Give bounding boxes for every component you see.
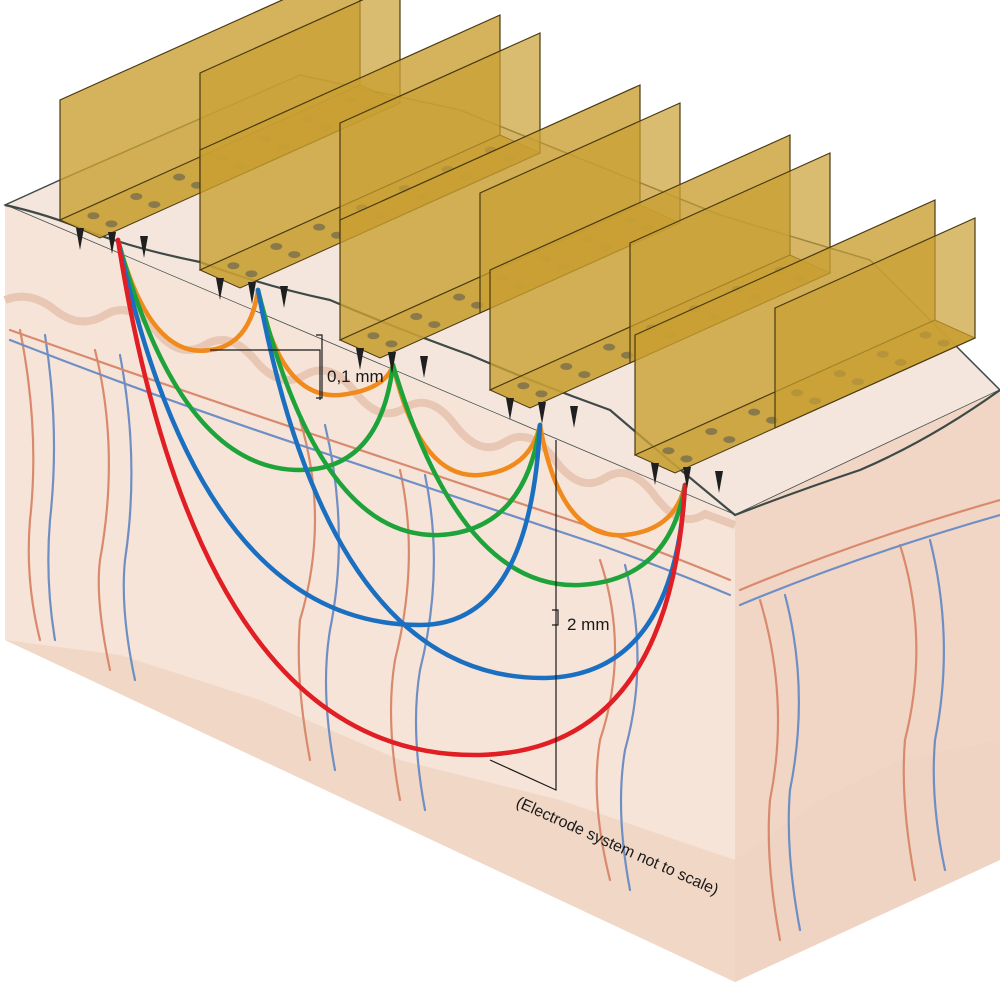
microneedle: [108, 232, 116, 254]
electrode-pad: [130, 192, 143, 200]
microneedle: [538, 402, 546, 424]
dimension-deep: [489, 440, 559, 791]
microneedle: [356, 348, 364, 370]
electrode-pad: [410, 312, 423, 320]
tissue-front-face: [5, 205, 735, 982]
shallow-depth-label: 0,1 mm: [327, 367, 384, 386]
orange-arc: [537, 422, 688, 538]
vein: [783, 593, 802, 932]
electrode-pad: [453, 293, 466, 301]
artery: [18, 328, 42, 642]
electrode-pad: [680, 455, 693, 463]
red-arc: [115, 237, 688, 758]
artery-plexus: [738, 498, 1000, 592]
deep-depth-label: 2 mm: [567, 615, 610, 634]
microneedle: [248, 282, 256, 304]
electrode-pad: [723, 436, 736, 444]
artery-plexus: [8, 328, 732, 582]
electrode-pad: [270, 242, 283, 250]
electrode-pad: [560, 362, 573, 370]
electrode-pad: [288, 251, 301, 259]
electrode-front-panel: [774, 217, 976, 429]
vein: [43, 333, 57, 642]
dimension-shallow: [210, 334, 323, 400]
electrode-pad: [578, 371, 591, 379]
microneedle: [420, 356, 428, 378]
artery: [389, 468, 410, 802]
microneedle: [216, 278, 224, 300]
electrode-pad: [385, 340, 398, 348]
microneedle: [388, 352, 396, 374]
artery: [758, 598, 782, 942]
vein: [414, 473, 435, 812]
green-arc: [115, 237, 396, 473]
blue-arc: [115, 237, 543, 628]
vein: [323, 423, 340, 772]
green-arc: [390, 362, 688, 588]
electrode-pad: [87, 212, 100, 220]
vein: [928, 538, 947, 872]
electrode-pad: [517, 382, 530, 390]
electrode-row: [633, 199, 977, 493]
electrode-pad: [148, 201, 161, 209]
artery: [898, 543, 918, 882]
microneedle: [76, 228, 84, 250]
microneedle: [140, 236, 148, 258]
dimension-brace: [552, 609, 559, 626]
microneedle: [683, 467, 691, 489]
electrode-pad: [428, 321, 441, 329]
dimension-line: [210, 349, 321, 400]
electrode-pad: [105, 220, 118, 228]
artery: [297, 418, 317, 762]
microneedle: [570, 406, 578, 428]
electrode-pad: [662, 447, 675, 455]
blood-vessels: [8, 328, 732, 892]
electrode-pad: [535, 390, 548, 398]
electrode-pad: [173, 173, 186, 181]
green-arc: [255, 287, 543, 538]
electrode-pad: [245, 270, 258, 278]
electrode-pad: [313, 223, 326, 231]
vein: [619, 563, 639, 892]
vein-plexus: [738, 513, 1000, 607]
artery: [93, 348, 112, 672]
current-paths: [115, 237, 688, 758]
microneedle: [715, 471, 723, 493]
electrode-pad: [603, 343, 616, 351]
microneedle: [651, 463, 659, 485]
skin-surface-line: [4, 203, 1000, 517]
dimension-brace: [316, 334, 323, 399]
artery: [595, 558, 617, 882]
electrode-pad: [705, 427, 718, 435]
vein: [118, 353, 137, 682]
microneedle: [506, 398, 514, 420]
electrode-pad: [227, 262, 240, 270]
electrode-pad: [748, 408, 761, 416]
blood-vessels-side: [738, 498, 1000, 942]
electrode-pad: [367, 332, 380, 340]
blue-arc: [255, 287, 688, 681]
dimension-line: [489, 440, 557, 791]
microneedle: [280, 286, 288, 308]
electrode-array: [58, 0, 977, 493]
